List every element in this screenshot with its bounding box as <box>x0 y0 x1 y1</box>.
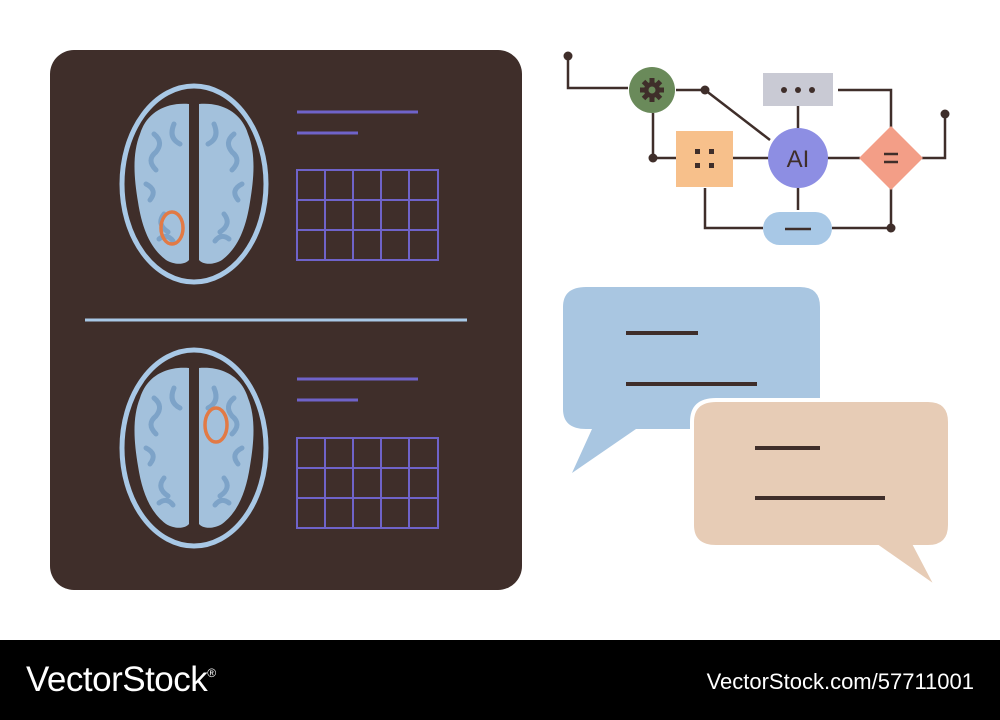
minus-node <box>763 212 832 245</box>
lesion-marker <box>203 406 229 444</box>
ai-node-label: AI <box>787 146 810 173</box>
registered-mark: ® <box>207 666 216 680</box>
ellipsis-node <box>763 73 833 106</box>
brain-icon <box>134 103 254 264</box>
brain-scan-top <box>119 83 269 285</box>
watermark-bar: VectorStock® VectorStock.com/57711001 <box>0 640 1000 720</box>
brand-name: VectorStock <box>26 660 208 699</box>
more-dots-icon <box>781 87 815 93</box>
gear-icon <box>640 78 664 102</box>
data-grid-bottom <box>296 437 439 529</box>
lesion-marker <box>159 210 185 246</box>
chat-bubble-tan <box>690 398 952 591</box>
data-grid-top <box>296 169 439 261</box>
grid-node <box>676 131 733 187</box>
gear-node <box>629 67 675 113</box>
four-dots-icon <box>695 149 714 168</box>
equals-node <box>859 126 923 190</box>
equals-icon <box>884 152 898 164</box>
report-bottom <box>296 377 439 529</box>
image-id: VectorStock.com/57711001 <box>706 669 974 694</box>
illustration: AI <box>50 50 952 591</box>
brain-scan-bottom <box>119 347 269 549</box>
report-top <box>296 110 439 261</box>
ai-node: AI <box>768 128 828 188</box>
brand-logo: VectorStock® <box>26 660 216 700</box>
flow-junctions <box>563 51 950 233</box>
